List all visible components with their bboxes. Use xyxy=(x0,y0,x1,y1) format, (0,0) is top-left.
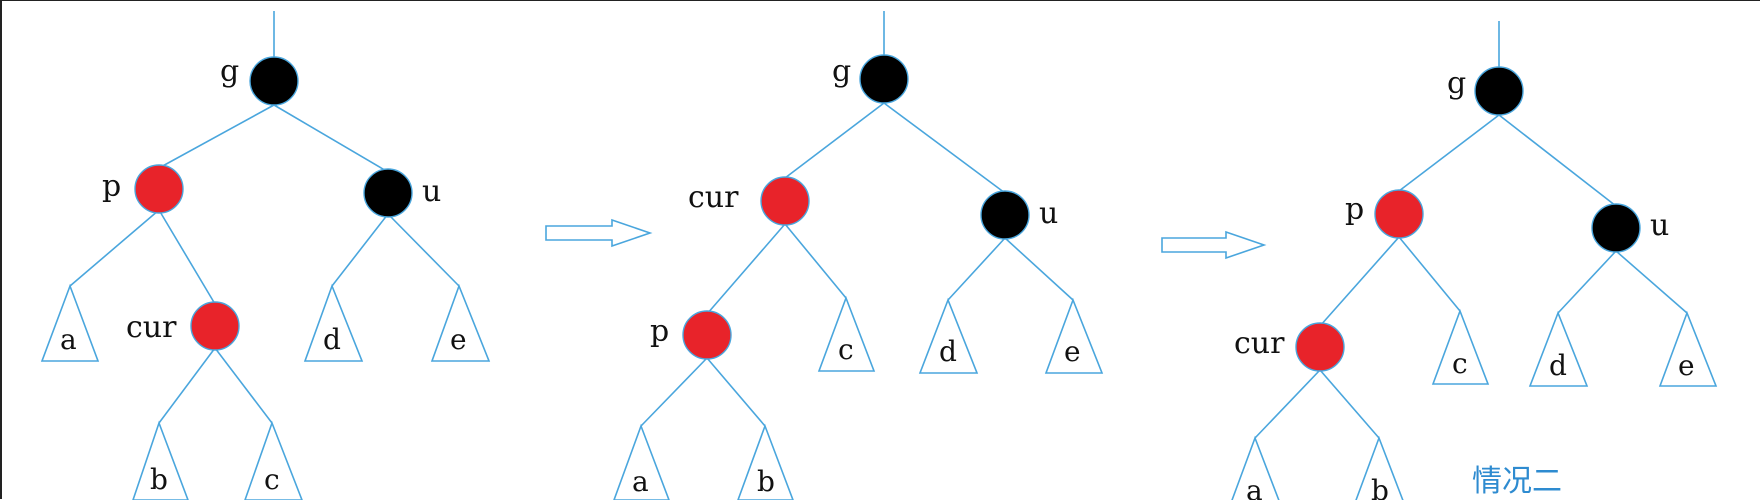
node-g xyxy=(859,54,909,104)
label-u: u xyxy=(1650,208,1669,243)
edge-cur-b xyxy=(158,347,216,424)
subtree-label-b: b xyxy=(757,465,775,498)
subtree-b xyxy=(737,423,794,500)
subtree-label-e: e xyxy=(1064,335,1081,368)
subtree-a xyxy=(613,423,670,500)
subtree-label-d: d xyxy=(1549,349,1567,382)
edge-g-cur xyxy=(784,102,885,179)
label-cur: cur xyxy=(126,310,177,345)
label-g: g xyxy=(1447,66,1466,101)
subtree-e xyxy=(1044,297,1104,374)
edge-u-d xyxy=(1557,250,1617,314)
edge-g-u xyxy=(273,104,389,173)
subtree-c xyxy=(1431,308,1490,385)
subtree-e xyxy=(1658,310,1718,387)
node-u xyxy=(363,168,413,218)
arrow-right-2 xyxy=(1161,230,1267,260)
edge-u-e xyxy=(1615,250,1688,314)
edge-p-a xyxy=(640,357,708,427)
edge-u-e xyxy=(387,213,460,287)
case-caption: 情况二 xyxy=(1472,464,1562,499)
subtree-c xyxy=(817,295,876,372)
label-p: p xyxy=(1345,192,1364,227)
label-p: p xyxy=(650,314,669,349)
subtree-label-a: a xyxy=(60,323,77,356)
edge-cur-a xyxy=(1254,369,1321,439)
subtree-label-d: d xyxy=(323,323,341,356)
edge-g-u xyxy=(883,102,1006,194)
label-u: u xyxy=(422,174,441,209)
stage-2-tree: g cur u p c d e a b xyxy=(613,11,1104,500)
label-p: p xyxy=(102,169,121,204)
subtree-label-e: e xyxy=(1678,349,1695,382)
edge-u-e xyxy=(1004,237,1074,301)
subtree-label-b: b xyxy=(1371,474,1389,500)
node-p xyxy=(134,164,184,214)
subtree-a xyxy=(40,283,100,362)
arrow-right-1 xyxy=(545,218,653,248)
node-cur xyxy=(760,176,810,226)
edge-p-cur xyxy=(158,209,216,305)
subtree-d xyxy=(1528,310,1589,387)
edge-cur-c xyxy=(214,347,273,424)
edge-g-u xyxy=(1498,114,1617,207)
node-g xyxy=(249,56,299,106)
node-p xyxy=(1374,189,1424,239)
node-p xyxy=(682,310,732,360)
subtree-label-c: c xyxy=(264,463,280,496)
edge-p-cur xyxy=(1319,236,1400,327)
stage-3-tree: g p u cur c d e a b xyxy=(1231,21,1718,500)
subtree-label-a: a xyxy=(1246,474,1263,500)
node-g xyxy=(1474,66,1524,116)
label-u: u xyxy=(1039,196,1058,231)
label-cur: cur xyxy=(688,180,739,215)
subtree-b xyxy=(132,420,189,500)
subtree-a xyxy=(1231,435,1280,500)
subtree-d xyxy=(918,297,979,374)
edge-u-d xyxy=(947,237,1006,301)
label-cur: cur xyxy=(1234,326,1285,361)
subtree-label-c: c xyxy=(838,333,854,366)
edge-g-p xyxy=(158,104,275,169)
subtree-label-e: e xyxy=(450,323,467,356)
subtree-label-c: c xyxy=(1452,347,1468,380)
subtree-label-a: a xyxy=(632,465,649,498)
stage-1-tree: g p u cur a d e b c xyxy=(40,11,491,500)
edge-p-b xyxy=(706,357,766,427)
node-cur xyxy=(190,301,240,351)
edge-cur-c xyxy=(784,223,847,299)
edge-p-a xyxy=(69,209,160,287)
label-g: g xyxy=(220,54,239,89)
node-u xyxy=(980,190,1030,240)
subtree-c xyxy=(244,420,303,500)
subtree-d xyxy=(303,283,364,362)
edge-u-d xyxy=(331,213,389,287)
subtree-e xyxy=(430,283,491,362)
subtree-label-b: b xyxy=(150,463,168,496)
node-u xyxy=(1591,203,1641,253)
edge-g-p xyxy=(1398,114,1500,192)
edge-p-c xyxy=(1398,236,1461,312)
subtree-label-d: d xyxy=(939,335,957,368)
subtree-b xyxy=(1355,435,1404,500)
label-g: g xyxy=(832,54,851,89)
edge-cur-b xyxy=(1319,369,1380,439)
node-cur xyxy=(1295,322,1345,372)
edge-cur-p xyxy=(706,223,786,315)
